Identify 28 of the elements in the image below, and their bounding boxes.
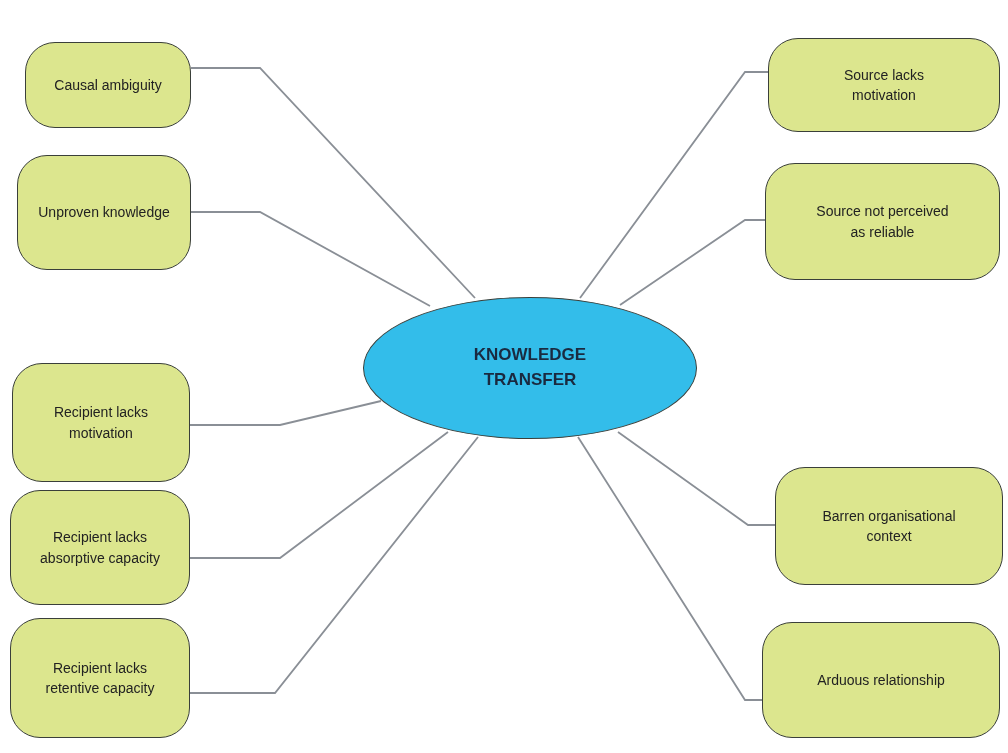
factor-box (762, 622, 1000, 738)
connector-line (189, 436, 479, 694)
connector-line (190, 211, 431, 307)
connector-line (579, 71, 769, 299)
connector-line (619, 219, 766, 306)
factor-box (775, 467, 1003, 585)
factor-box (765, 163, 1000, 280)
factor-label: Causal ambiguity (54, 75, 162, 95)
factor-box (25, 42, 191, 128)
connector-line (189, 431, 449, 559)
factor-label: Arduous relationship (817, 670, 945, 690)
connector-line (189, 400, 382, 426)
connector-line (577, 436, 763, 701)
factor-label: Unproven knowledge (38, 203, 170, 223)
factor-box (12, 363, 190, 482)
factor-label: Recipient lacks absorptive capacity (39, 528, 161, 568)
factor-box (10, 490, 190, 605)
factor-label: Barren organisational context (821, 506, 957, 546)
factor-label: Recipient lacks motivation (52, 403, 150, 443)
connector-line (190, 67, 476, 299)
factor-box (768, 38, 1000, 132)
factor-label: Recipient lacks retentive capacity (44, 658, 156, 698)
factor-label: Source lacks motivation (842, 65, 926, 105)
topic-label: KNOWLEDGE TRANSFER (472, 344, 588, 391)
connector-line (617, 431, 776, 526)
factor-label: Source not perceived as reliable (815, 202, 950, 242)
factor-box (10, 618, 190, 738)
factor-box (17, 155, 191, 270)
